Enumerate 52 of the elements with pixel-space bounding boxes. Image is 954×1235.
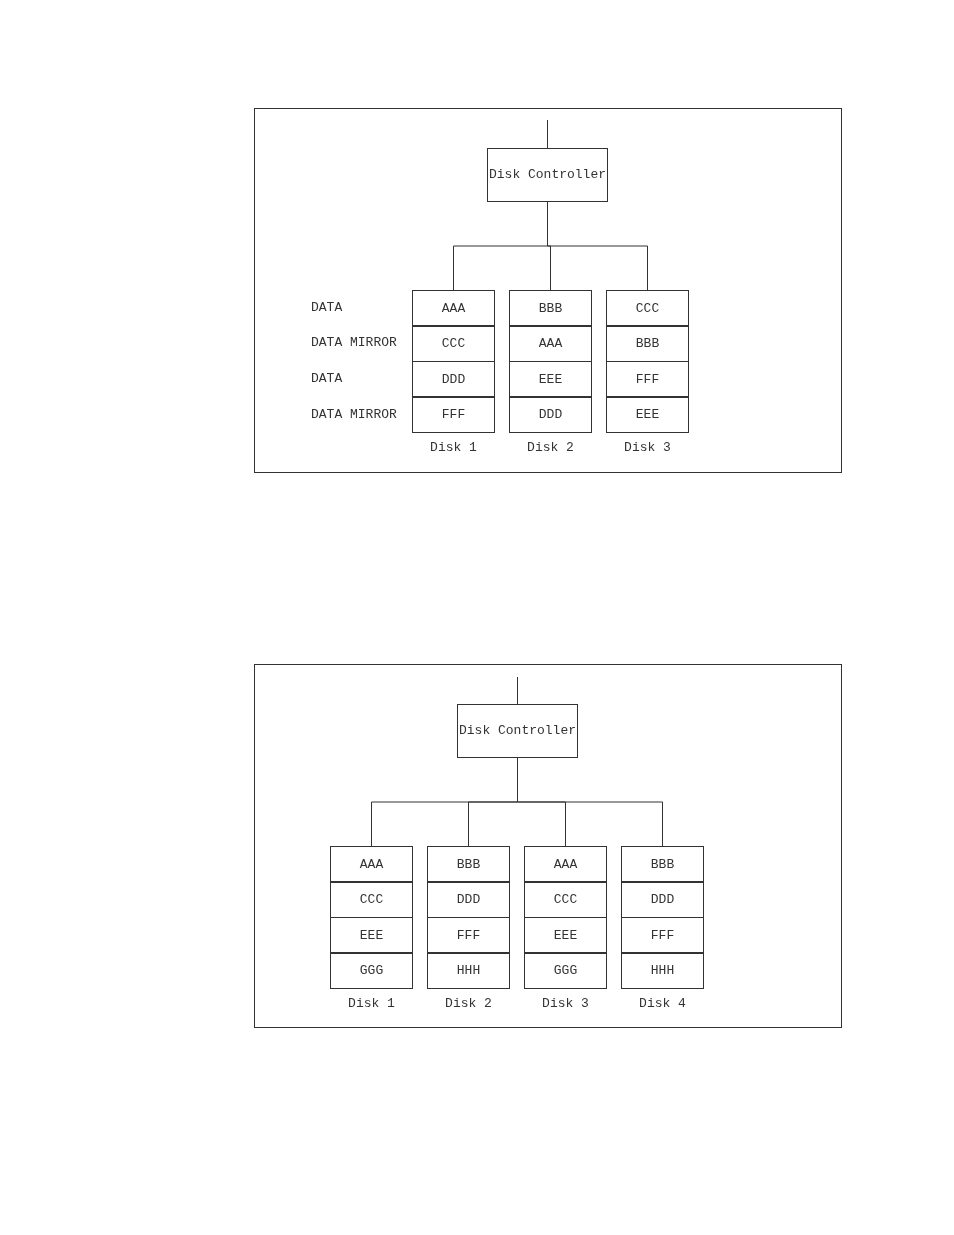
disk-label: Disk 3: [541, 996, 590, 1011]
data-block: BBB: [621, 846, 704, 882]
connector-line: [517, 757, 663, 847]
data-block: DDD: [427, 881, 510, 918]
row-label: DATA MIRROR: [311, 407, 397, 422]
data-block: BBB: [509, 290, 592, 326]
data-block: HHH: [427, 952, 510, 989]
data-block: AAA: [330, 846, 413, 882]
data-block: EEE: [330, 917, 413, 953]
disk-column: [606, 290, 689, 450]
data-block: CCC: [330, 881, 413, 918]
disk-label: Disk 2: [526, 440, 575, 455]
data-block: FFF: [621, 917, 704, 953]
disk-column: [621, 846, 704, 1006]
disk-label: Disk 1: [429, 440, 478, 455]
data-block: DDD: [621, 881, 704, 918]
disk-label: Disk 4: [638, 996, 687, 1011]
controller-box: Disk Controller: [457, 704, 578, 758]
disk-label: Disk 3: [623, 440, 672, 455]
connector-line: [517, 676, 518, 705]
disk-column: [524, 846, 607, 1006]
disk-label: Disk 1: [347, 996, 396, 1011]
data-block: GGG: [524, 952, 607, 989]
data-block: AAA: [524, 846, 607, 882]
data-block: EEE: [509, 361, 592, 397]
data-block: FFF: [412, 396, 495, 433]
data-block: DDD: [509, 396, 592, 433]
data-block: EEE: [606, 396, 689, 433]
data-block: EEE: [524, 917, 607, 953]
data-block: AAA: [509, 325, 592, 362]
disk-column: [412, 290, 495, 450]
connector-line: [547, 119, 548, 149]
data-block: CCC: [412, 325, 495, 362]
controller-box: Disk Controller: [487, 148, 608, 202]
disk-column: [427, 846, 510, 1006]
data-block: FFF: [427, 917, 510, 953]
row-label: DATA MIRROR: [311, 335, 397, 350]
disk-label: Disk 2: [444, 996, 493, 1011]
data-block: BBB: [606, 325, 689, 362]
data-block: FFF: [606, 361, 689, 397]
data-block: HHH: [621, 952, 704, 989]
data-block: CCC: [524, 881, 607, 918]
data-block: BBB: [427, 846, 510, 882]
data-block: GGG: [330, 952, 413, 989]
data-block: CCC: [606, 290, 689, 326]
row-label: DATA: [311, 371, 343, 386]
disk-column: [330, 846, 413, 1006]
connector-line: [547, 201, 648, 291]
data-block: DDD: [412, 361, 495, 397]
row-label: DATA: [311, 300, 343, 315]
disk-column: [509, 290, 592, 450]
data-block: AAA: [412, 290, 495, 326]
